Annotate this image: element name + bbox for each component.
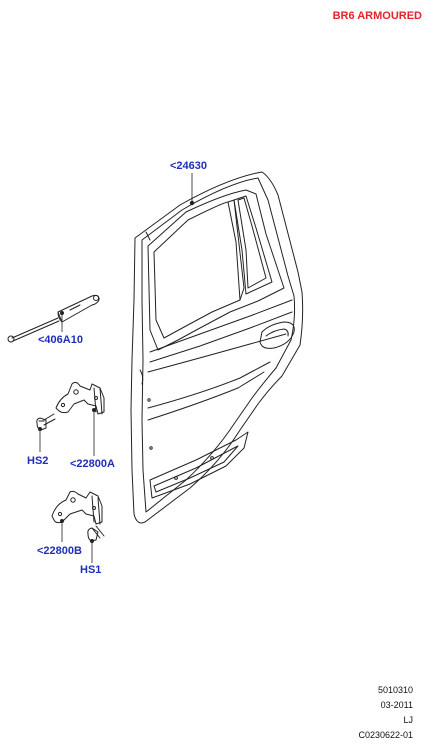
leader-lines <box>38 173 195 563</box>
diagram-title: BR6 ARMOURED <box>332 10 422 22</box>
bolt-hs1 <box>87 525 105 542</box>
callout-lower-hinge[interactable]: <22800B <box>37 545 82 557</box>
window-frame <box>147 189 285 351</box>
bolt-hs2 <box>36 413 56 431</box>
door-handle <box>259 321 295 349</box>
callout-hs2[interactable]: HS2 <box>27 455 49 467</box>
rear-door-panel <box>130 171 304 524</box>
callout-upper-hinge[interactable]: <22800A <box>70 458 115 470</box>
drawing-date: 03-2011 <box>380 700 413 710</box>
drawing-code: 5010310 <box>377 685 413 695</box>
lower-hinge <box>51 490 103 525</box>
gas-strut <box>7 294 100 343</box>
drawing-number: C0230622-01 <box>358 730 413 740</box>
callout-door[interactable]: <24630 <box>170 160 208 172</box>
drawing-initials: LJ <box>403 715 413 725</box>
callout-gas-strut[interactable]: <406A10 <box>38 334 83 346</box>
callout-hs1[interactable]: HS1 <box>80 564 102 576</box>
upper-hinge <box>55 381 105 415</box>
drawing-info: 5010310 03-2011 LJ C0230622-01 <box>333 683 413 743</box>
